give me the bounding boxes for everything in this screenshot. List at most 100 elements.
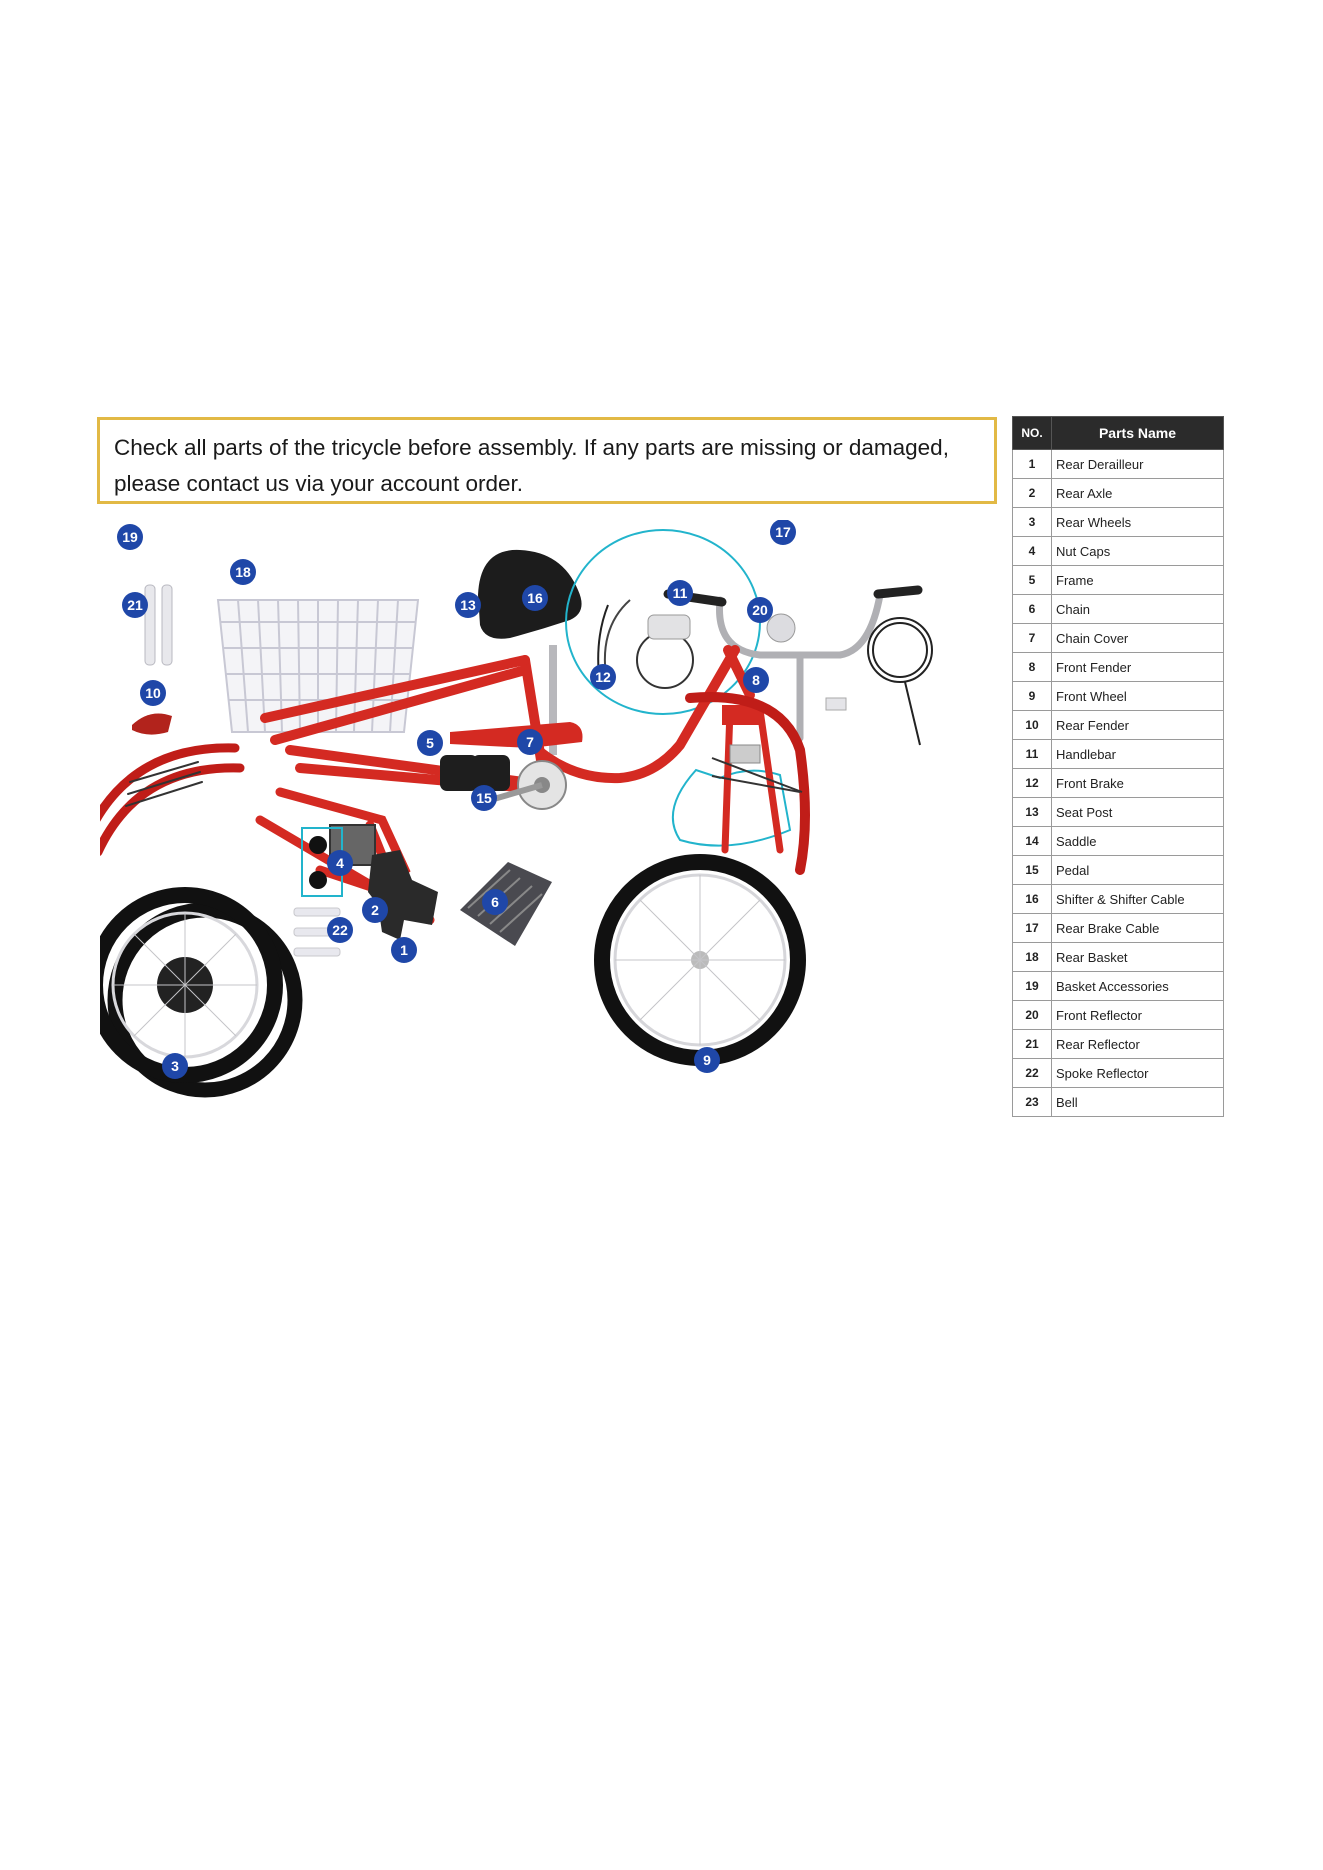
badge-10: 10	[140, 680, 166, 706]
part-name: Rear Wheels	[1051, 507, 1224, 537]
badge-8: 8	[743, 667, 769, 693]
svg-text:1: 1	[400, 942, 408, 958]
part-name: Saddle	[1051, 826, 1224, 856]
svg-text:4: 4	[336, 855, 344, 871]
parts-table-header: NO. Parts Name	[1012, 416, 1224, 450]
basket-accessories-part	[144, 584, 173, 666]
handlebar-part	[663, 585, 923, 742]
badge-9: 9	[694, 1047, 720, 1073]
svg-text:7: 7	[526, 734, 534, 750]
badge-1: 1	[391, 937, 417, 963]
part-name: Front Reflector	[1051, 1000, 1224, 1030]
part-number: 15	[1012, 855, 1052, 885]
part-number: 23	[1012, 1087, 1052, 1117]
svg-text:5: 5	[426, 735, 434, 751]
front-wheel-part	[594, 854, 806, 1066]
svg-text:13: 13	[460, 597, 476, 613]
part-name: Bell	[1051, 1087, 1224, 1117]
svg-text:9: 9	[703, 1052, 711, 1068]
part-number: 12	[1012, 768, 1052, 798]
part-name: Rear Reflector	[1051, 1029, 1224, 1059]
badge-6: 6	[482, 889, 508, 915]
badge-16: 16	[522, 585, 548, 611]
part-number: 8	[1012, 652, 1052, 682]
part-name: Seat Post	[1051, 797, 1224, 827]
rear-fender-part	[100, 743, 245, 857]
notice-line-2: please contact us via your account order…	[114, 471, 523, 496]
badge-17: 17	[770, 520, 796, 545]
frame-part	[260, 645, 755, 795]
part-name: Rear Fender	[1051, 710, 1224, 740]
svg-text:21: 21	[127, 597, 143, 613]
svg-text:19: 19	[122, 529, 138, 545]
badge-5: 5	[417, 730, 443, 756]
part-number: 4	[1012, 536, 1052, 566]
badge-19: 19	[117, 524, 143, 550]
part-number: 3	[1012, 507, 1052, 537]
part-name: Rear Brake Cable	[1051, 913, 1224, 943]
part-name: Rear Basket	[1051, 942, 1224, 972]
svg-text:20: 20	[752, 602, 768, 618]
badge-18: 18	[230, 559, 256, 585]
rear-wheels-part	[100, 887, 303, 1098]
badge-15: 15	[471, 785, 497, 811]
part-number: 22	[1012, 1058, 1052, 1088]
badge-11: 11	[667, 580, 693, 606]
part-name: Rear Derailleur	[1051, 449, 1224, 479]
part-number: 7	[1012, 623, 1052, 653]
part-number: 2	[1012, 478, 1052, 508]
svg-text:22: 22	[332, 922, 348, 938]
part-name: Nut Caps	[1051, 536, 1224, 566]
badge-21: 21	[122, 592, 148, 618]
part-number: 10	[1012, 710, 1052, 740]
part-name: Front Fender	[1051, 652, 1224, 682]
rear-derailleur-part	[368, 850, 438, 940]
part-number: 13	[1012, 797, 1052, 827]
part-number: 14	[1012, 826, 1052, 856]
part-name: Chain Cover	[1051, 623, 1224, 653]
part-number: 18	[1012, 942, 1052, 972]
part-name: Handlebar	[1051, 739, 1224, 769]
part-number: 6	[1012, 594, 1052, 624]
part-number: 16	[1012, 884, 1052, 914]
svg-text:16: 16	[527, 590, 543, 606]
part-name: Pedal	[1051, 855, 1224, 885]
badge-7: 7	[517, 729, 543, 755]
part-name: Shifter & Shifter Cable	[1051, 884, 1224, 914]
parts-illustration: 1 2 3 4 5 6 7 8 9 10 11 12 13 14 15 16 1…	[100, 520, 933, 1098]
pedals-part	[440, 755, 510, 791]
part-number: 5	[1012, 565, 1052, 595]
part-number: 1	[1012, 449, 1052, 479]
header-no: NO.	[1012, 416, 1052, 450]
badge-13: 13	[455, 592, 481, 618]
svg-text:3: 3	[171, 1058, 179, 1074]
front-reflector-part	[825, 697, 847, 711]
badge-2: 2	[362, 897, 388, 923]
rear-reflector-part	[132, 713, 172, 735]
seat-post-part	[549, 645, 557, 755]
part-number: 9	[1012, 681, 1052, 711]
notice-line-1: Check all parts of the tricycle before a…	[114, 435, 949, 460]
rear-basket-part	[216, 599, 420, 733]
badge-4: 4	[327, 850, 353, 876]
